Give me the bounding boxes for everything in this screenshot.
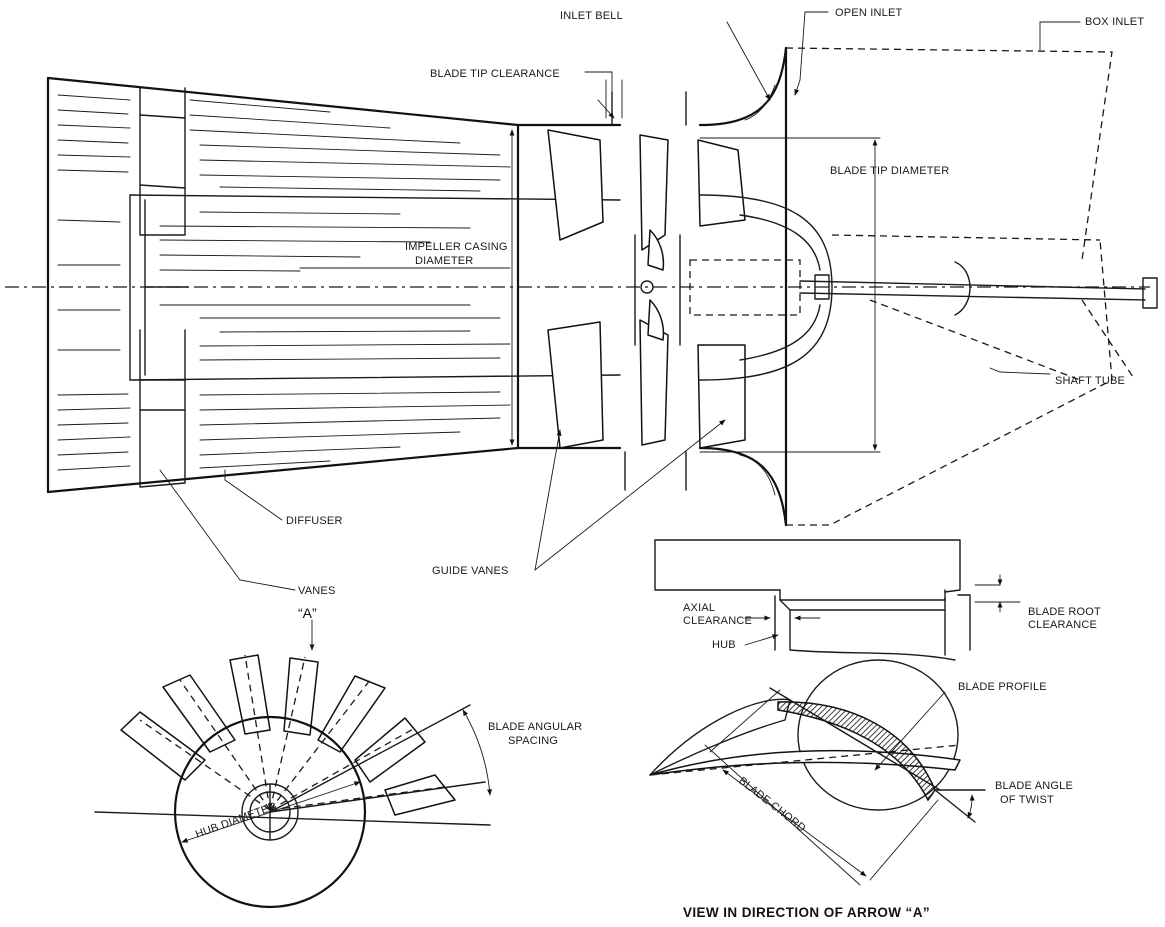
- blade-hub-ellipse: [797, 659, 959, 811]
- impeller-casing: [516, 91, 687, 491]
- outlet-vane-top: [139, 87, 186, 236]
- label-hub-diameter: HUB DIAMETER: [194, 800, 278, 841]
- label-blade-root-clearance: CLEARANCE: [1028, 619, 1097, 631]
- impeller-blades: [634, 134, 681, 446]
- label-shaft-tube: SHAFT TUBE: [1055, 375, 1125, 387]
- label-blade-tip-clearance: BLADE TIP CLEARANCE: [430, 68, 560, 80]
- label-vanes: VANES: [298, 585, 335, 597]
- spacing-ray-1: [269, 781, 486, 813]
- label-blade-angular-spacing: SPACING: [508, 735, 558, 747]
- label-blade-chord: BLADE CHORD: [736, 775, 808, 835]
- label-impeller-casing: IMPELLER CASING: [405, 241, 508, 253]
- label-guide-vanes: GUIDE VANES: [432, 565, 509, 577]
- blade-profile-leader: [874, 691, 946, 771]
- guide-vanes-left: [547, 129, 604, 449]
- inlet-bell: [698, 46, 788, 527]
- diffuser-shading-bottom: [57, 219, 511, 471]
- view-caption: VIEW IN DIRECTION OF ARROW “A”: [683, 905, 930, 920]
- vanes-leader: [159, 469, 296, 591]
- guide-vanes-leader-1: [534, 429, 562, 571]
- label-inlet-bell: INLET BELL: [560, 10, 623, 22]
- shaft-tube-leader: [989, 367, 1051, 375]
- label-box-inlet: BOX INLET: [1085, 16, 1144, 28]
- label-axial: AXIAL: [683, 602, 715, 614]
- label-hub: HUB: [712, 639, 736, 651]
- diffuser-casing: [46, 76, 622, 494]
- hub-circle: [173, 715, 367, 909]
- label-blade-tip-diameter: BLADE TIP DIAMETER: [830, 165, 949, 177]
- box-inlet-top-edge: [831, 234, 1101, 241]
- label-open-inlet: OPEN INLET: [835, 7, 902, 19]
- nose-cone: [689, 194, 833, 381]
- label-blade-angle-of-twist: OF TWIST: [1000, 794, 1054, 806]
- hub-horizontal-line: [94, 811, 491, 826]
- inlet-bell-leader: [726, 21, 771, 101]
- box-inlet-outline: [785, 47, 1113, 261]
- hub-blades: [120, 654, 456, 816]
- label-blade-profile: BLADE PROFILE: [958, 681, 1047, 693]
- label-blade-root: BLADE ROOT: [1028, 606, 1101, 618]
- diffuser-shading-top: [57, 94, 511, 361]
- drive-shaft: [799, 261, 1158, 381]
- blade-tip-clearance-dim: [584, 71, 623, 119]
- guide-vanes-leader-2: [534, 419, 726, 571]
- label-axial-clearance: CLEARANCE: [683, 615, 752, 627]
- diffuser-leader: [224, 469, 283, 521]
- blade-chord-dim: [722, 769, 867, 877]
- outlet-vane-bottom: [139, 329, 186, 488]
- open-inlet-leader: [794, 11, 829, 96]
- blade-angular-spacing-arc: [462, 709, 493, 796]
- label-arrow-a: “A”: [298, 605, 317, 621]
- guide-vanes-right: [697, 139, 746, 449]
- hub-end-view: [94, 619, 493, 909]
- box-inlet-leader: [1039, 21, 1081, 51]
- label-blade-angular: BLADE ANGULAR: [488, 721, 582, 733]
- label-diffuser: DIFFUSER: [286, 515, 343, 527]
- label-blade-angle: BLADE ANGLE: [995, 780, 1073, 792]
- blade-profile-view: [649, 659, 986, 886]
- fan-section-view: [5, 11, 1158, 591]
- blade-tip-diameter-dim: [699, 137, 881, 453]
- spacing-ray-2: [269, 704, 471, 813]
- label-impeller-casing-diameter: DIAMETER: [415, 255, 473, 267]
- clearance-detail: [654, 539, 1021, 661]
